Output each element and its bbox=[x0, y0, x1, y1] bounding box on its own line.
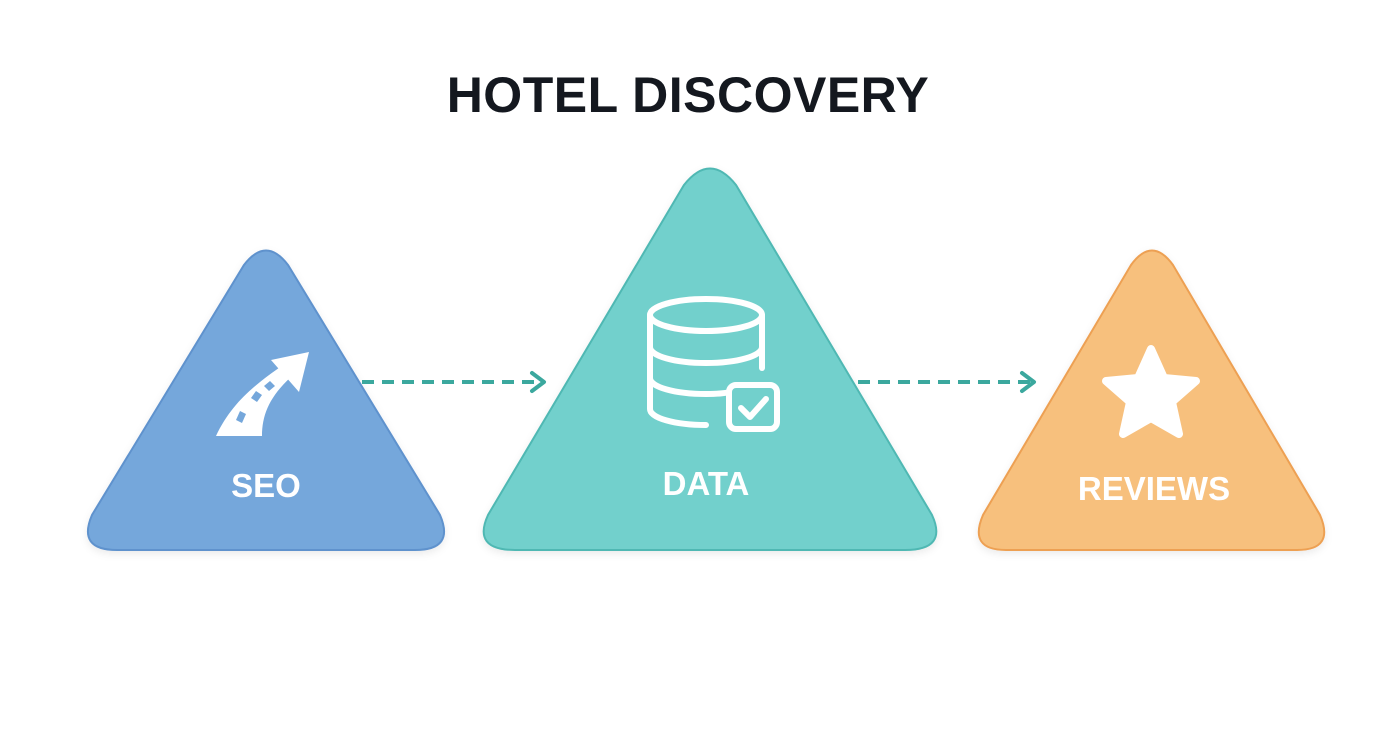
reviews-label: REVIEWS bbox=[1078, 470, 1230, 507]
database-check-icon bbox=[647, 296, 780, 432]
seo-node: SEO bbox=[87, 249, 445, 551]
diagram-title: HOTEL DISCOVERY bbox=[447, 67, 930, 123]
arrow-seo-to-data bbox=[362, 371, 546, 393]
data-label: DATA bbox=[663, 465, 750, 502]
reviews-node: REVIEWS bbox=[977, 249, 1326, 551]
data-node: DATA bbox=[482, 167, 938, 551]
data-triangle bbox=[482, 167, 938, 551]
seo-label: SEO bbox=[231, 467, 301, 504]
star-icon bbox=[1102, 345, 1200, 438]
arrow-data-to-reviews bbox=[858, 371, 1036, 393]
road-arrow-icon bbox=[216, 352, 309, 436]
